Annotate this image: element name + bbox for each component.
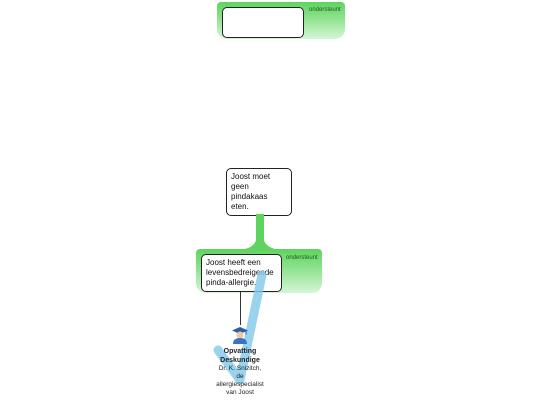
source-desc-line1: Dr. K. Snizitch, bbox=[218, 365, 262, 372]
top-support-label: ondersteunt bbox=[309, 7, 341, 13]
source-link-line bbox=[240, 292, 241, 325]
source-desc-line3: allergiespecialist bbox=[216, 381, 264, 388]
argument-support-label: ondersteunt bbox=[286, 255, 318, 261]
main-claim-box[interactable]: Joost moet geen pindakaas eten. bbox=[226, 168, 292, 216]
top-claim-box[interactable] bbox=[222, 7, 304, 38]
source-desc-line2: de bbox=[236, 373, 244, 380]
source-desc-line4: van Joost bbox=[226, 389, 254, 396]
check-mark-icon bbox=[213, 270, 267, 385]
support-connector bbox=[240, 214, 280, 254]
source-label: Opvatting Deskundige Dr. K. Snizitch, de… bbox=[205, 347, 275, 397]
source-title-line2: Deskundige bbox=[220, 357, 260, 364]
source-title-line1: Opvatting bbox=[223, 348, 257, 355]
argument-claim-box[interactable]: Joost heeft een levensbedreigende pinda-… bbox=[201, 254, 282, 292]
expert-icon[interactable] bbox=[231, 326, 249, 344]
